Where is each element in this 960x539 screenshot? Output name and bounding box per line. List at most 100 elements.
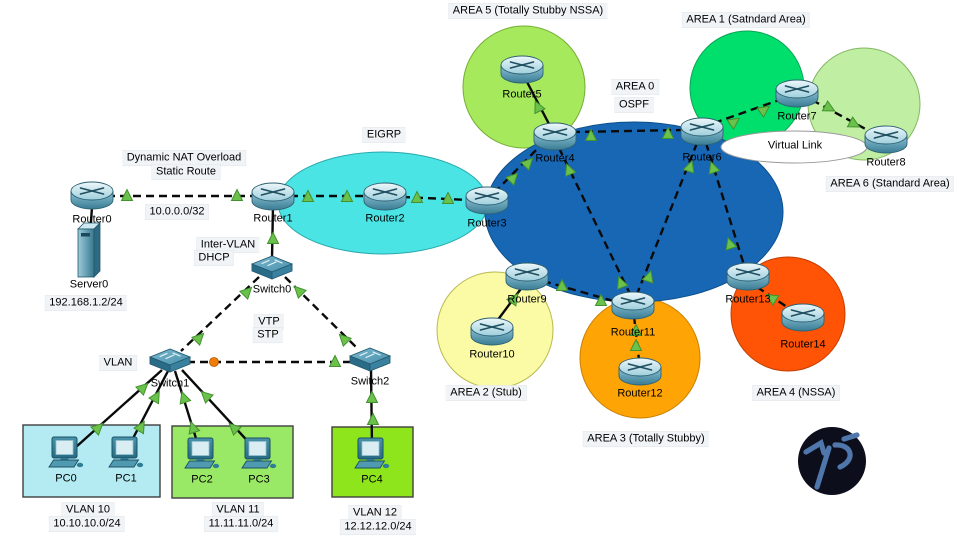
device-label-router14: Router14: [780, 338, 826, 351]
device-label-switch2: Switch2: [350, 375, 390, 388]
device-router8[interactable]: [864, 125, 908, 154]
packet-arrow-icon: [441, 191, 455, 204]
packet-arrow-icon: [191, 332, 205, 346]
label-area6: AREA 6 (Standard Area): [826, 176, 954, 192]
packet-arrow-icon: [188, 420, 201, 435]
device-router2[interactable]: [363, 182, 407, 211]
packet-arrow-icon: [200, 390, 214, 405]
device-pc1[interactable]: [108, 436, 144, 468]
packet-arrow-icon: [239, 286, 253, 300]
device-pc4[interactable]: [354, 437, 390, 469]
device-label-router3: Router3: [467, 217, 507, 230]
link-router6-router13[interactable]: [704, 142, 746, 266]
label-area1: AREA 1 (Satndard Area): [682, 12, 810, 28]
device-label-pc4: PC4: [361, 473, 383, 486]
label-dhcp: DHCP: [194, 250, 234, 266]
device-label-router10: Router10: [469, 348, 515, 361]
device-pc2[interactable]: [184, 437, 220, 469]
device-label-pc3: PC3: [248, 473, 270, 486]
device-router12[interactable]: [618, 357, 662, 386]
packet-arrow-icon: [846, 116, 861, 128]
packet-arrow-icon: [765, 293, 780, 307]
link-router4-router5[interactable]: [524, 79, 551, 125]
device-server0[interactable]: [77, 222, 101, 278]
device-router5[interactable]: [500, 55, 544, 84]
packet-arrow-icon: [230, 188, 244, 201]
link-switch1-pc2[interactable]: [173, 370, 201, 449]
label-area2: AREA 2 (Stub): [446, 385, 526, 401]
brand-logo-glyph: [803, 439, 827, 456]
packet-arrow-icon: [616, 275, 629, 290]
brand-logo: [798, 427, 866, 495]
device-router7[interactable]: [775, 79, 819, 108]
device-label-router6: Router6: [682, 151, 722, 164]
device-router10[interactable]: [470, 317, 514, 346]
device-label-pc1: PC1: [115, 472, 137, 485]
blocked-port-dot-icon: [209, 357, 219, 367]
packet-arrow-icon: [293, 285, 307, 299]
packet-arrow-icon: [301, 189, 315, 202]
packet-arrow-icon: [133, 420, 145, 435]
device-router0[interactable]: [70, 181, 114, 210]
device-router4[interactable]: [533, 122, 577, 151]
label-virtual-link: Virtual Link: [767, 139, 823, 152]
packet-arrow-icon: [266, 231, 280, 244]
label-ospf: OSPF: [615, 97, 653, 113]
packet-arrow-icon: [179, 390, 192, 405]
device-pc0[interactable]: [48, 436, 84, 468]
device-router14[interactable]: [781, 303, 825, 332]
link-router7-router8[interactable]: [811, 98, 872, 134]
label-vlan10-name: VLAN 10: [61, 502, 115, 518]
label-vlan: VLAN: [99, 355, 137, 371]
device-router3[interactable]: [465, 186, 509, 215]
device-label-router0: Router0: [72, 213, 112, 226]
device-router11[interactable]: [611, 291, 655, 320]
packet-arrow-icon: [120, 188, 134, 201]
packet-arrow-icon: [519, 157, 534, 171]
packet-arrow-icon: [629, 338, 643, 351]
packet-arrow-icon: [534, 100, 546, 115]
device-label-router13: Router13: [725, 293, 771, 306]
link-switch2-pc4[interactable]: [369, 368, 374, 448]
device-label-router1: Router1: [253, 212, 293, 225]
link-switch0-switch1[interactable]: [180, 276, 260, 352]
device-router6[interactable]: [680, 117, 724, 146]
device-label-switch0: Switch0: [252, 283, 292, 296]
device-label-server0: Server0: [69, 278, 109, 291]
device-label-router9: Router9: [507, 293, 547, 306]
link-router9-router10[interactable]: [496, 285, 524, 322]
label-vlan11-net: 11.11.11.0/24: [204, 516, 278, 532]
label-area3: AREA 3 (Totally Stubby): [583, 431, 709, 447]
link-switch1-pc3[interactable]: [181, 369, 255, 449]
link-switch1-pc0[interactable]: [75, 369, 163, 448]
link-switch1-pc1[interactable]: [127, 370, 170, 447]
label-vlan10-net: 10.10.10.0/24: [49, 516, 125, 532]
device-label-pc2: PC2: [191, 473, 213, 486]
packet-arrow-icon: [555, 278, 569, 291]
device-router13[interactable]: [726, 262, 770, 291]
packet-arrow-icon: [328, 354, 342, 367]
device-pc3[interactable]: [241, 437, 277, 469]
device-router9[interactable]: [505, 262, 549, 291]
label-eigrp: EIGRP: [362, 127, 406, 143]
packet-arrow-icon: [505, 292, 519, 307]
device-label-router11: Router11: [610, 326, 656, 339]
device-router1[interactable]: [251, 182, 295, 211]
packet-arrow-icon: [726, 117, 741, 131]
label-vlan11-name: VLAN 11: [212, 502, 264, 518]
device-switch1[interactable]: [148, 348, 192, 373]
label-area4: AREA 4 (NSSA): [752, 385, 840, 401]
device-switch0[interactable]: [250, 255, 294, 280]
label-stp: STP: [253, 327, 283, 343]
packet-arrow-icon: [90, 422, 104, 437]
label-area0: AREA 0: [611, 79, 659, 95]
link-router2-router3[interactable]: [401, 195, 471, 202]
link-router3-router4[interactable]: [493, 143, 543, 194]
device-switch2[interactable]: [348, 347, 392, 372]
device-label-switch1: Switch1: [150, 377, 190, 390]
vlan10-box: [22, 424, 161, 498]
label-vlan12-name: VLAN 12: [348, 505, 402, 521]
device-label-router4: Router4: [535, 152, 575, 165]
device-label-router8: Router8: [866, 156, 906, 169]
link-router11-router12[interactable]: [632, 315, 641, 361]
